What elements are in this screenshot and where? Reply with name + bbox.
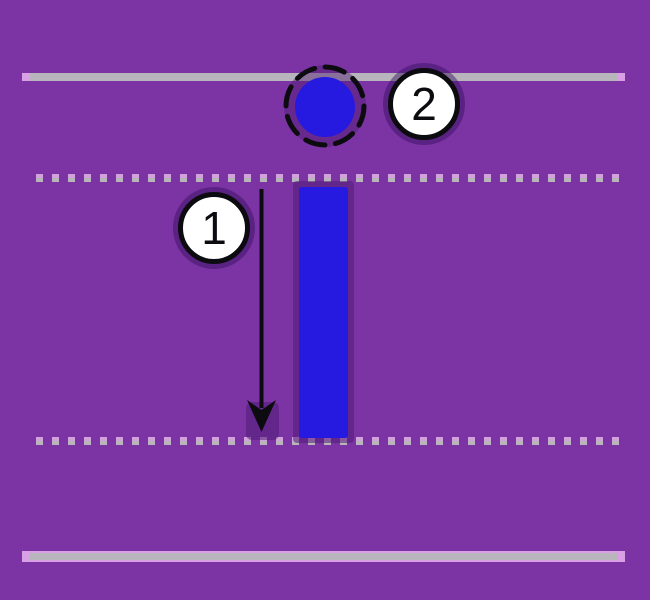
step-badge-2: 2 bbox=[388, 68, 460, 140]
midline-dotted-guideline bbox=[36, 174, 625, 182]
step-badge-1-label: 1 bbox=[201, 202, 227, 254]
down-arrow-icon bbox=[247, 189, 276, 432]
bottom-guideline bbox=[22, 551, 625, 562]
dotted-guideline-row bbox=[36, 174, 625, 178]
dotted-guideline-row bbox=[36, 178, 625, 182]
arrow-head bbox=[247, 400, 276, 432]
top-guideline bbox=[22, 73, 625, 81]
letter-i-dot-group bbox=[283, 64, 367, 148]
bottom-guideline-core bbox=[29, 553, 618, 560]
dashed-circle-icon bbox=[283, 64, 367, 148]
dotted-guideline-row bbox=[36, 441, 625, 445]
letter-i-stem bbox=[299, 187, 348, 438]
letter-i-dot bbox=[295, 77, 355, 137]
step-badge-1: 1 bbox=[178, 192, 250, 264]
step-badge-2-label: 2 bbox=[411, 78, 437, 130]
